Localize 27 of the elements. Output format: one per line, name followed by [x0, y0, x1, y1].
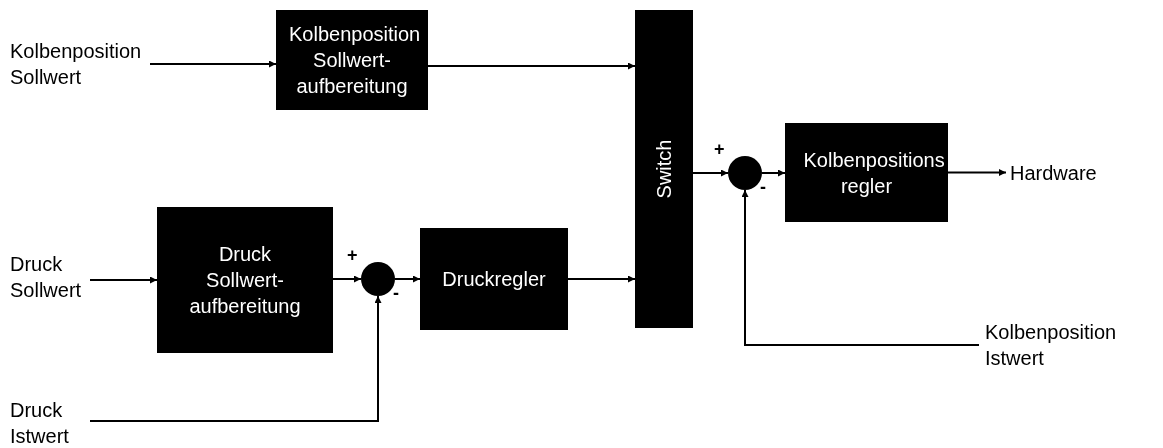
arrow [332, 275, 362, 283]
process-block: Druckregler [420, 228, 568, 330]
sign-label: - [760, 178, 766, 196]
signal-label: Druck Istwert [10, 396, 90, 448]
arrow [567, 275, 636, 283]
process-block: Druck Sollwert-aufbereitung [157, 207, 333, 353]
arrow [394, 275, 421, 283]
sign-label: + [714, 140, 725, 158]
arrow [149, 60, 277, 68]
arrow [741, 189, 980, 346]
arrow [692, 169, 729, 177]
process-block: Kolbenpositions regler [785, 123, 948, 222]
summing-junction [361, 262, 395, 296]
process-block: Kolbenposition Sollwert-aufbereitung [276, 10, 428, 110]
arrow [761, 169, 786, 177]
sign-label: + [347, 246, 358, 264]
arrow [89, 295, 382, 422]
arrow [947, 169, 1007, 176]
switch-block: Switch [635, 10, 693, 328]
sign-label: - [393, 284, 399, 302]
signal-label: Hardware [1010, 159, 1120, 187]
arrow [89, 276, 158, 284]
signal-label: Druck Sollwert [10, 250, 90, 304]
signal-label: Kolbenposition Istwert [985, 318, 1155, 372]
summing-junction [728, 156, 762, 190]
arrow [427, 62, 636, 70]
signal-label: Kolbenposition Sollwert [10, 36, 150, 92]
